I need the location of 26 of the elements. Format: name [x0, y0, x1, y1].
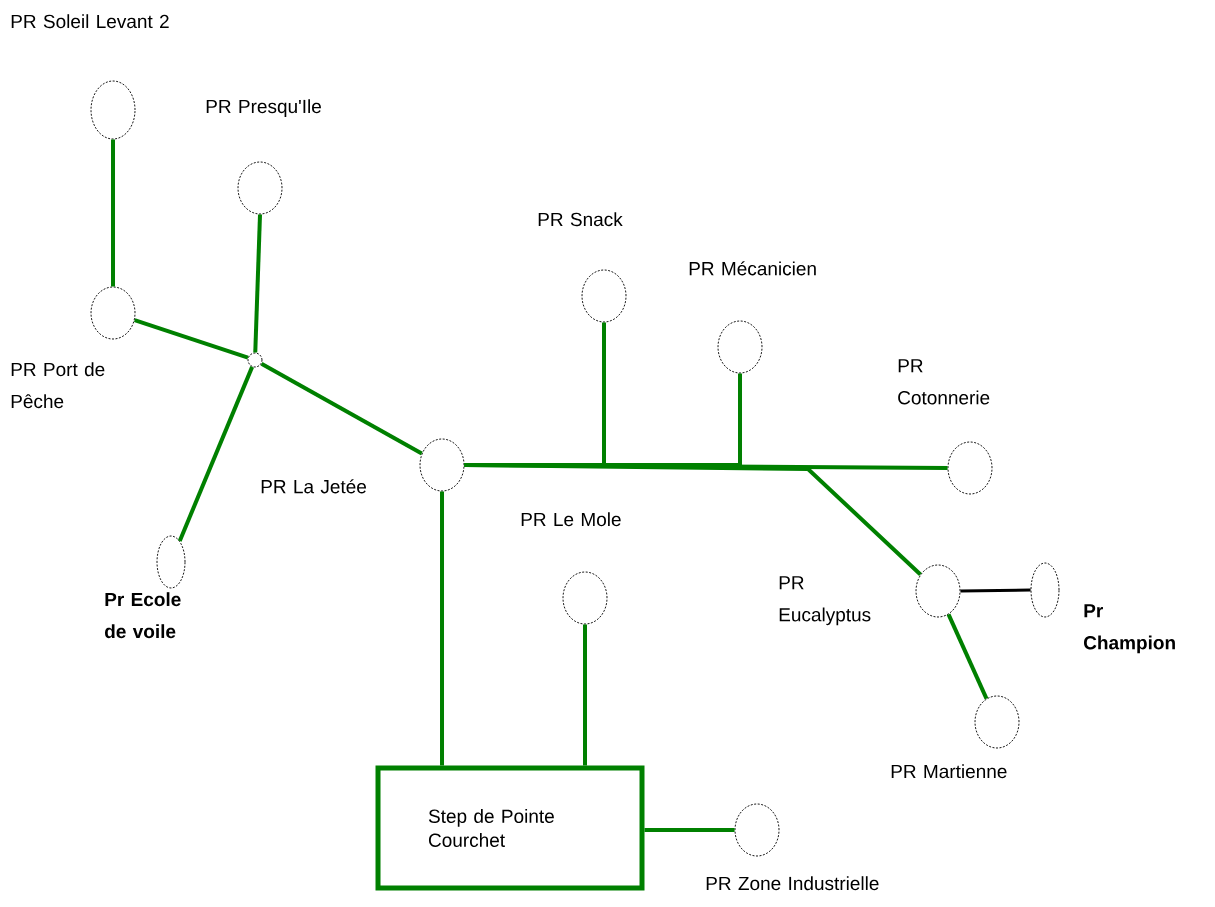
station-label: PR Snack [538, 212, 623, 227]
station-label: PR Mécanicien [689, 261, 816, 276]
station-label: Pr Champion [1084, 604, 1175, 654]
station-label: PR Martienne [891, 764, 1007, 779]
station-label: PR Cotonnerie [898, 359, 990, 405]
pipe-line [960, 588, 1031, 593]
pipe-line [464, 463, 922, 576]
pipe-line [440, 491, 444, 766]
pipe-line [177, 366, 254, 542]
pipe-line [946, 613, 989, 700]
station-label: PR Le Mole [521, 512, 621, 527]
station-label: PR Soleil Levant 2 [11, 14, 169, 29]
station-label: PR Eucalyptus [779, 576, 871, 626]
pipe-line [583, 624, 587, 766]
station-box: Step de Pointe Courchet [375, 765, 645, 891]
pipe-line [644, 828, 735, 832]
station-label: PR La Jetée [261, 479, 366, 494]
station-label: Pr Ecole de voile [105, 592, 181, 639]
station-label: PR Presqu'Ile [206, 99, 321, 117]
pipe-line [111, 139, 115, 287]
station-label: PR Port de Pêche [11, 362, 105, 409]
pipe-line [260, 361, 423, 456]
junction-circle [247, 352, 263, 368]
pipe-line [134, 318, 249, 360]
pipe-line [253, 214, 262, 353]
station-label: PR Zone Industrielle [706, 876, 879, 891]
